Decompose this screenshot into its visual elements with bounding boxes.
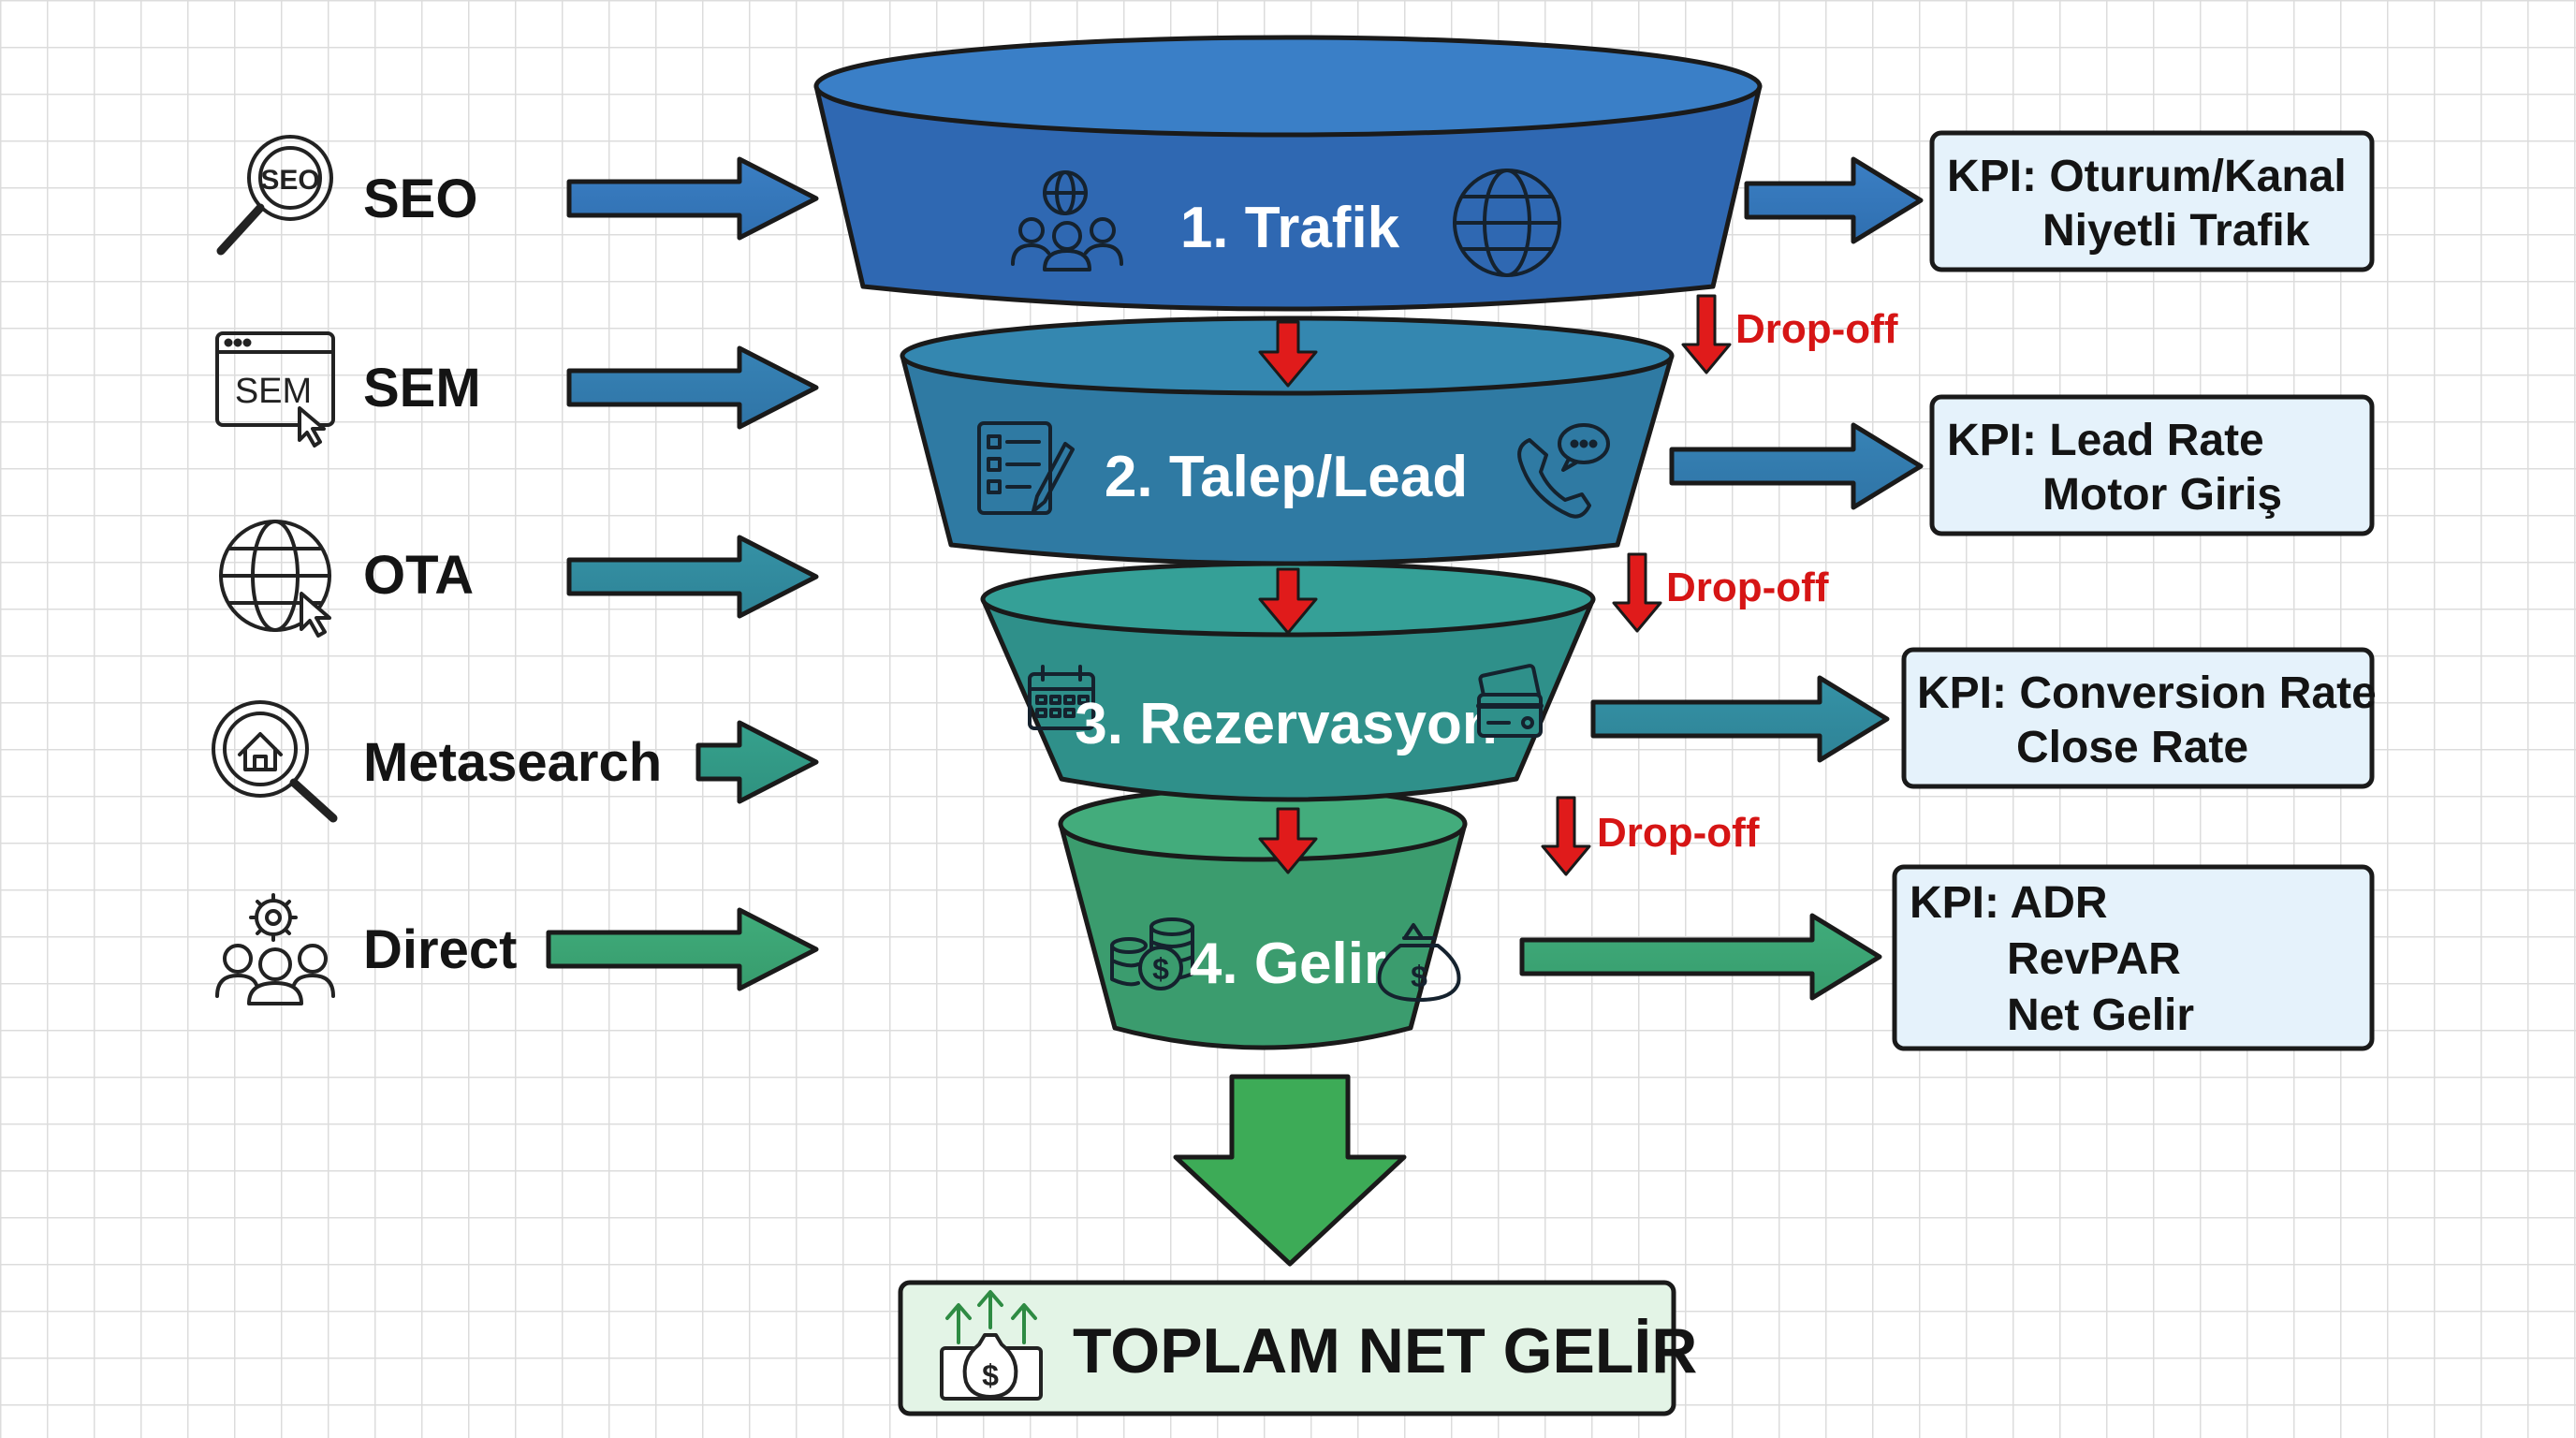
source-sem: SEM SEM — [215, 331, 819, 448]
kpi-arrow-3 — [1590, 675, 1890, 763]
source-arrow — [546, 907, 819, 991]
credit-card-icon — [1476, 664, 1544, 738]
source-arrow — [695, 720, 819, 804]
phone-chat-icon — [1517, 423, 1610, 519]
money-growth-icon: $ — [940, 1290, 1043, 1401]
funnel-stage-3: 3. Rezervasyon — [980, 561, 1596, 802]
stage-label: 1. Trafik — [1180, 196, 1400, 260]
kpi-box-4: KPI: ADR RevPAR Net Gelir — [1892, 864, 2375, 1051]
kpi-box-2: KPI: Lead Rate Motor Giriş — [1929, 394, 2375, 536]
kpi-line: Close Rate — [2016, 723, 2248, 772]
dropoff-label: Drop-off — [1597, 810, 1760, 856]
source-ota: OTA — [219, 520, 819, 638]
dropoff-1: Drop-off — [1681, 294, 1898, 374]
source-label: OTA — [363, 545, 474, 606]
coins-dollar-icon: $ — [1110, 917, 1194, 990]
globe-icon — [1453, 169, 1561, 277]
stage-label: 3. Rezervasyon — [1075, 692, 1497, 756]
total-label: TOPLAM NET GELİR — [1073, 1315, 1697, 1387]
dropoff-label: Drop-off — [1735, 306, 1898, 352]
dropoff-3: Drop-off — [1541, 796, 1760, 876]
kpi-box-1: KPI: Oturum/Kanal Niyetli Trafik — [1929, 130, 2375, 272]
kpi-line: Motor Giriş — [2042, 470, 2282, 520]
sem-browser-icon: SEM — [215, 331, 335, 448]
kpi-line: Niyetli Trafik — [2042, 206, 2310, 256]
funnel-stage-4: $ 4. Gelir $ — [1058, 785, 1468, 1050]
svg-text:SEM: SEM — [235, 372, 312, 411]
form-pencil-icon — [977, 421, 1075, 515]
money-bag-icon: $ — [1377, 923, 1461, 1002]
home-search-icon — [212, 700, 338, 823]
svg-text:SEO: SEO — [260, 165, 319, 196]
globe-cursor-icon — [219, 520, 331, 638]
stage-label: 4. Gelir — [1190, 932, 1386, 996]
source-label: SEO — [363, 169, 478, 229]
svg-text:$: $ — [982, 1358, 999, 1392]
funnel-stage-1: 1. Trafik — [813, 35, 1763, 312]
flow-arrow-1-2 — [1258, 320, 1318, 388]
source-label: Metasearch — [363, 732, 662, 793]
svg-text:$: $ — [1152, 952, 1169, 986]
flow-arrow-3-4 — [1258, 807, 1318, 874]
source-label: Direct — [363, 919, 517, 980]
people-gear-icon — [215, 893, 335, 1005]
kpi-box-3: KPI: Conversion Rate Close Rate — [1901, 647, 2377, 789]
total-box: $ TOPLAM NET GELİR — [898, 1280, 1697, 1416]
source-arrow — [566, 345, 819, 430]
result-arrow — [1173, 1074, 1407, 1267]
calendar-icon — [1028, 665, 1095, 730]
kpi-arrow-1 — [1744, 156, 1924, 244]
dropoff-2: Drop-off — [1612, 552, 1829, 633]
kpi-arrow-4 — [1519, 913, 1882, 1001]
kpi-line: KPI: Conversion Rate — [1917, 668, 2377, 718]
kpi-line: Net Gelir — [2007, 990, 2194, 1040]
people-globe-icon — [1011, 170, 1123, 271]
kpi-arrow-2 — [1669, 422, 1924, 510]
seo-magnifier-icon: SEO — [216, 135, 333, 256]
kpi-line: RevPAR — [2007, 934, 2181, 984]
source-arrow — [566, 156, 819, 241]
svg-text:$: $ — [1411, 960, 1427, 993]
dropoff-label: Drop-off — [1666, 565, 1829, 610]
source-seo: SEO SEO — [216, 135, 819, 256]
stage-label: 2. Talep/Lead — [1105, 445, 1468, 509]
source-metasearch: Metasearch — [212, 700, 819, 823]
source-label: SEM — [363, 358, 481, 418]
kpi-line: KPI: ADR — [1910, 878, 2108, 928]
kpi-line: KPI: Lead Rate — [1947, 416, 2264, 465]
flow-arrow-2-3 — [1258, 567, 1318, 635]
source-direct: Direct — [215, 893, 819, 1005]
kpi-line: KPI: Oturum/Kanal — [1947, 152, 2347, 201]
source-arrow — [566, 535, 819, 619]
